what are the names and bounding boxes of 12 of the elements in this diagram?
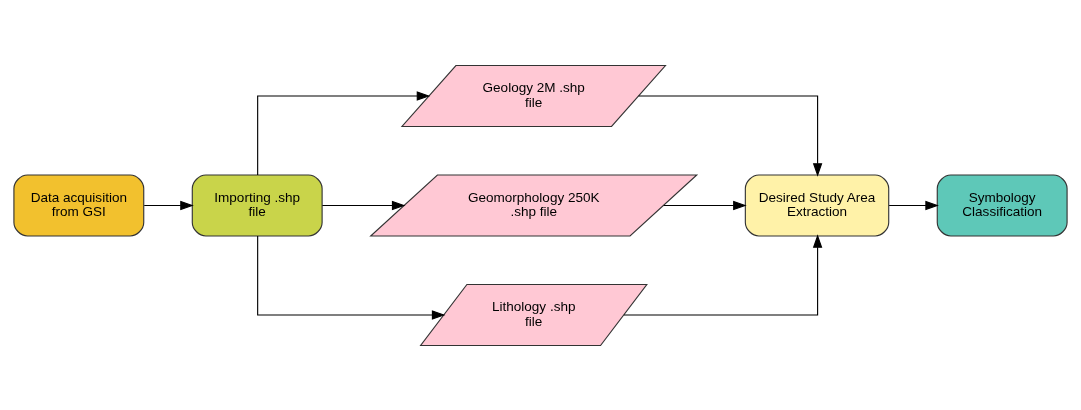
- node-box: Desired Study Area Extraction: [744, 173, 890, 237]
- arrow: [143, 200, 194, 210]
- node-box: Symbology Classification: [936, 173, 1068, 237]
- arrow: [888, 200, 939, 210]
- arrow: [638, 94, 823, 177]
- node-box: Importing .shp file: [191, 173, 323, 237]
- node-box: Data acquisition from GSI: [13, 173, 145, 237]
- arrow: [623, 233, 823, 316]
- arrow: [257, 90, 431, 176]
- arrow: [257, 234, 446, 320]
- arrow: [663, 200, 747, 210]
- arrow: [321, 200, 406, 210]
